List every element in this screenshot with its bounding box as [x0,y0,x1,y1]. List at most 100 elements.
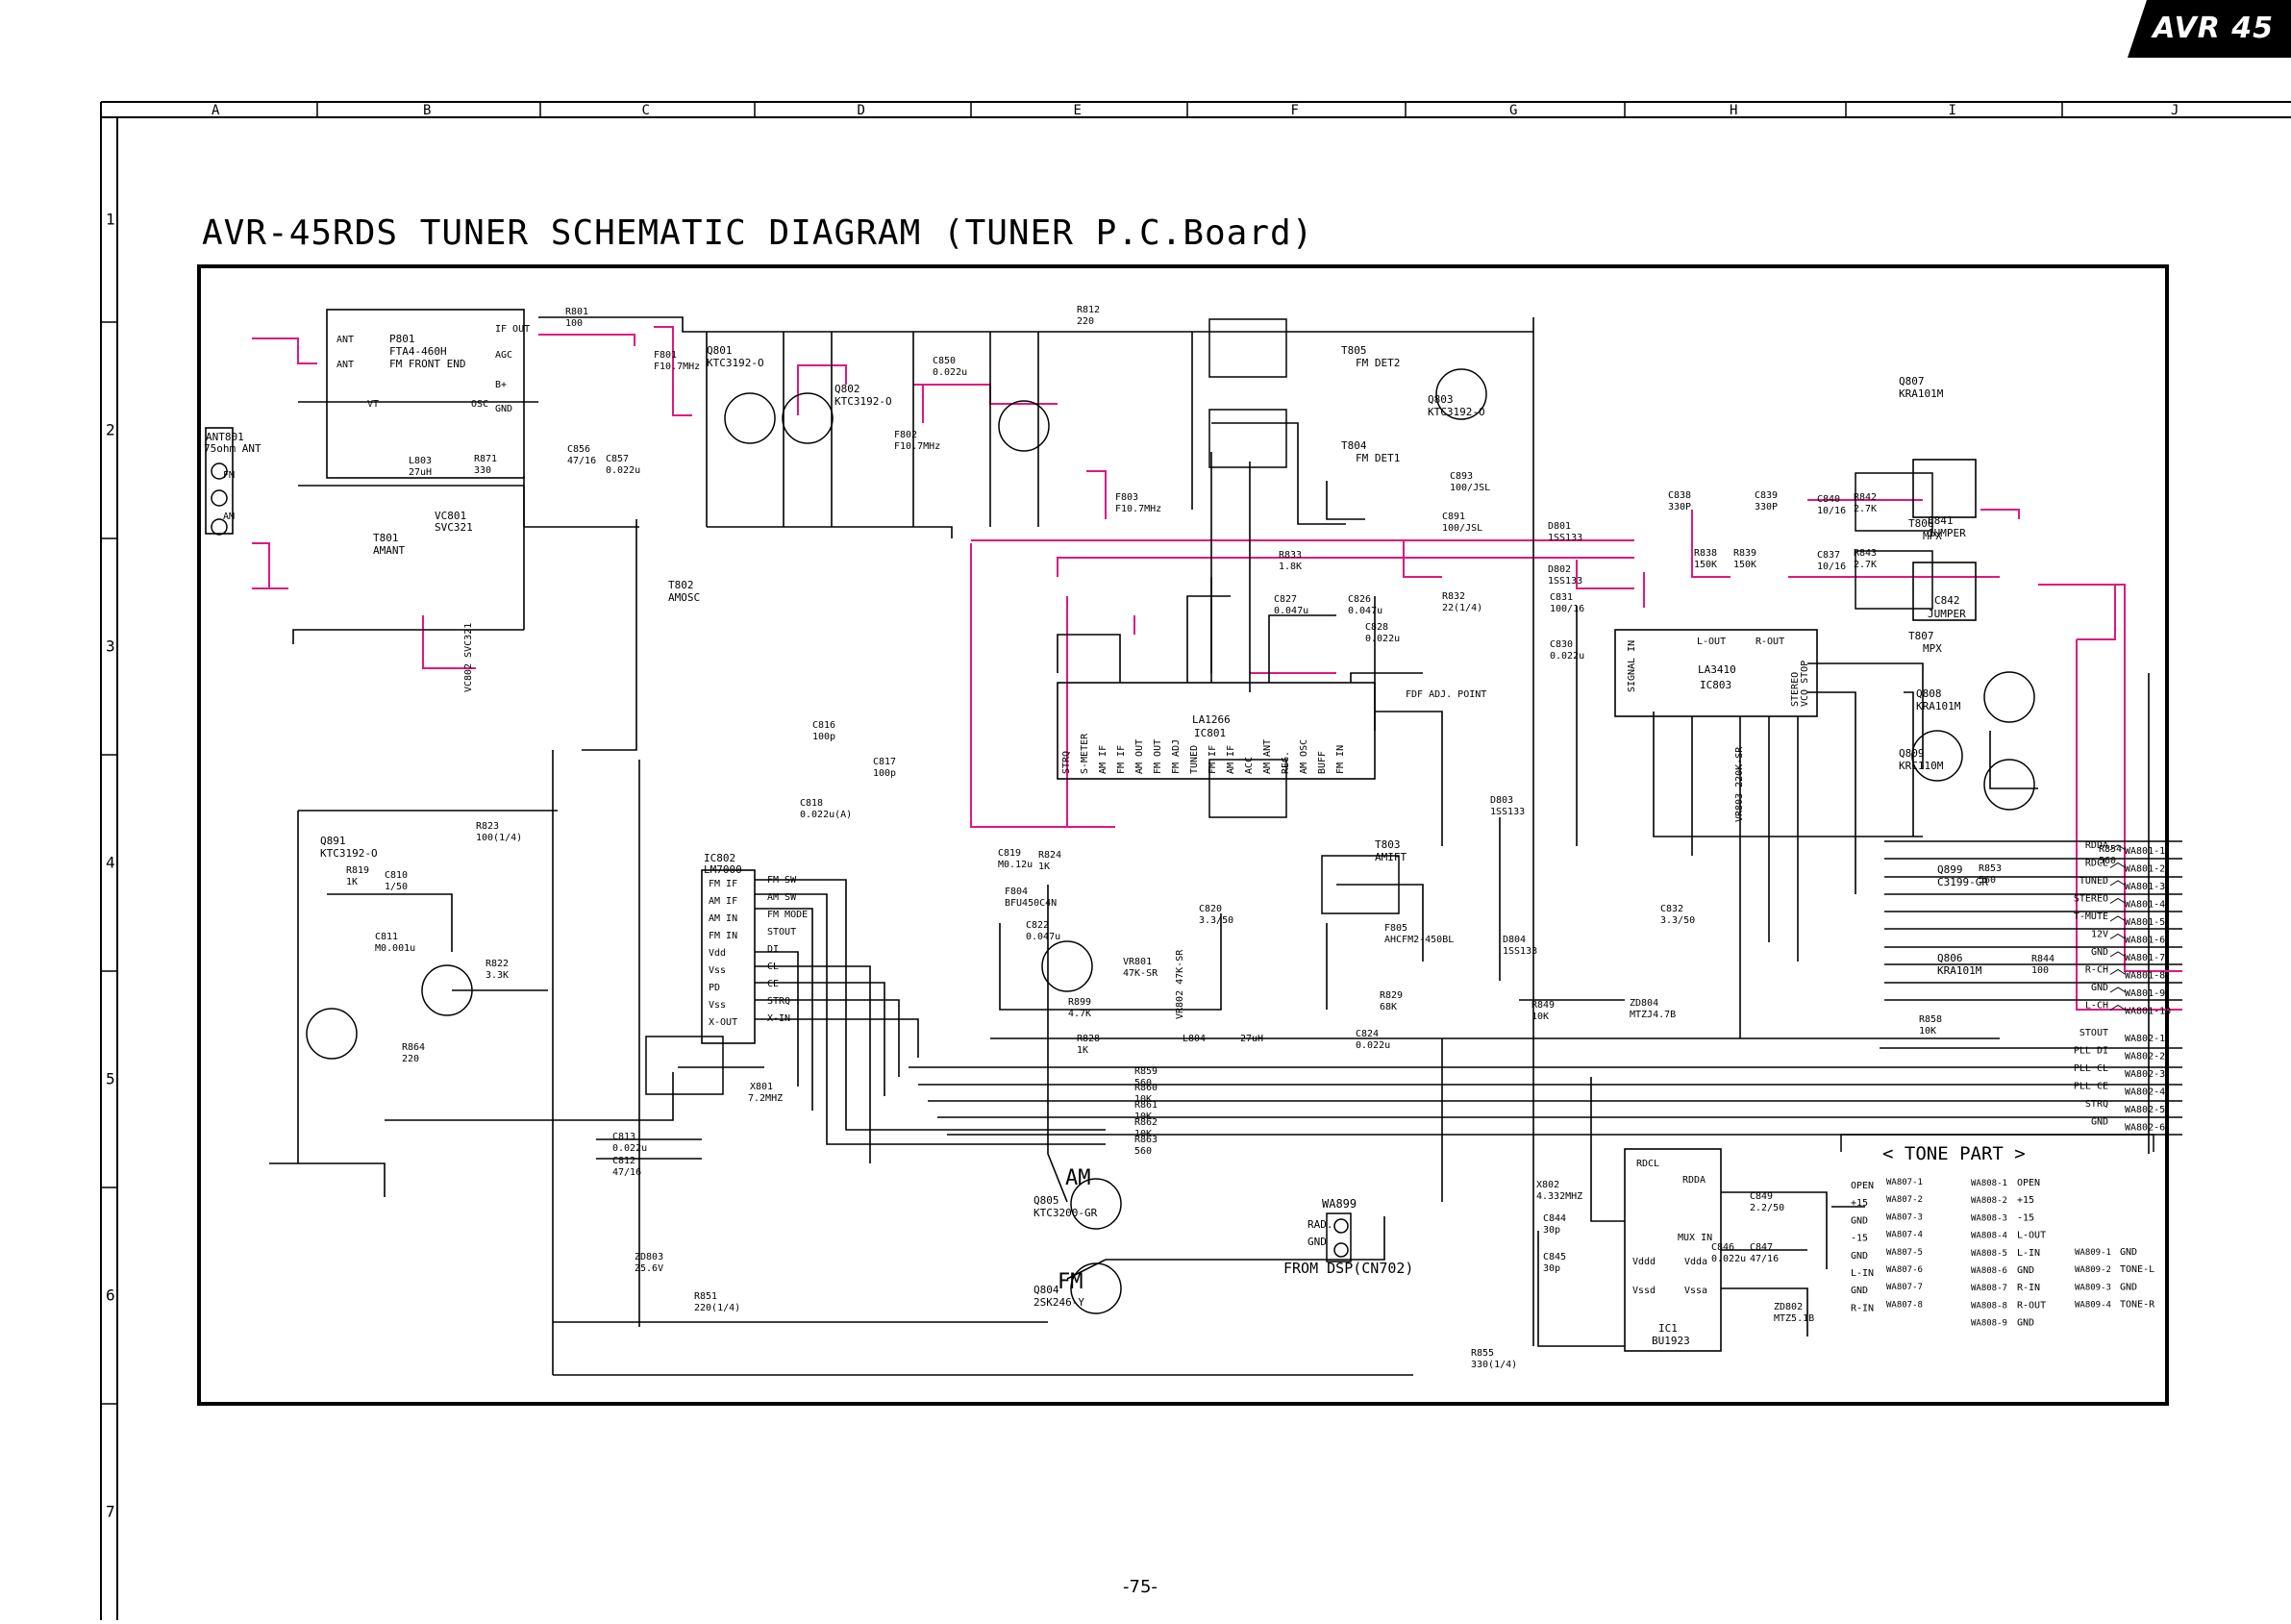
wa802-signal: STOUT [2079,1028,2108,1038]
front-end-pin: ANT [336,335,354,345]
tone-left-label: -15 [1851,1234,1868,1244]
transistor-ref: Q803 [1428,393,1454,406]
grid-column-label: C [642,103,650,118]
coil-ref: T801 [373,532,399,544]
grid-row-label: 4 [106,854,115,872]
filter-part: F10.7MHz [894,441,940,452]
capacitor-ref: C819 [998,848,1021,859]
diode-part: Z5.6V [635,1263,663,1274]
ic801-pin: BUFF [1317,751,1328,774]
wa801-pin: WA801-10 [2125,1007,2171,1017]
tone-left-label: L-IN [1851,1268,1874,1279]
capacitor-ref: C844 [1543,1213,1566,1224]
grid-row-label: 6 [106,1287,115,1305]
ic1-part: BU1923 [1652,1335,1690,1347]
capacitor-value: 2.2/50 [1750,1203,1784,1213]
capacitor-value: 0.047u [1026,932,1060,942]
wa801-pin-marker [2109,862,2127,868]
tone-mid-label: +15 [2017,1195,2034,1206]
resistor-value: 22(1/4) [1442,603,1482,613]
transistor-part: KTC3192-O [320,847,378,860]
resistor-ref: R858 [1919,1014,1942,1025]
transistor-symbol [998,400,1050,452]
front-end-pin: AGC [495,350,512,361]
wa802-signal: PLL CE [2074,1082,2108,1092]
coil-symbol [1208,409,1287,468]
capacitor-ref: C857 [606,454,629,464]
resistor-ref: R812 [1077,305,1100,315]
tone-right-pin: WA809-2 [2075,1265,2111,1275]
ic802-pin-left: FM IF [709,879,737,889]
resistor-value: 68K [1380,1002,1397,1012]
front-end-part: FTA4-460H [389,345,447,358]
ic802-pin-left: FM IN [709,931,737,941]
resistor-ref: R861 [1134,1100,1158,1111]
jumper-ref: C842 [1934,594,1960,607]
resistor-ref: R862 [1134,1117,1158,1128]
capacitor-ref: C840 [1817,494,1840,505]
wa802-pin: WA802-1 [2125,1034,2165,1044]
resistor-ref: R838 [1694,548,1717,559]
ic802-pin-left: PD [709,983,720,993]
ic801-pin: FM IN [1335,745,1346,774]
coil-ref: T807 [1908,630,1934,642]
resistor-ref: R824 [1038,850,1061,861]
capacitor-ref: C813 [612,1132,635,1142]
tone-left-label: +15 [1851,1198,1868,1209]
ic802-pin-right: FM MODE [767,910,808,920]
grid-column-label: E [1074,103,1082,118]
capacitor-ref: C856 [567,444,590,455]
capacitor-value: 3.3/50 [1660,915,1695,926]
capacitor-value: 0.022u [933,367,967,378]
transistor-part: KTC3192-O [707,357,764,369]
grid-row-ticks [101,321,117,1405]
fm-label: FM [1058,1270,1083,1294]
capacitor-ref: C837 [1817,550,1840,561]
capacitor-ref: C832 [1660,904,1683,914]
capacitor-value: 100/16 [1550,604,1584,614]
grid-row-label: 1 [106,211,115,229]
antenna-ref: ANT801 [206,431,244,443]
wa801-signal: 12V [2091,930,2108,940]
capacitor-ref: C849 [1750,1191,1773,1202]
transistor-part: KRA101M [1937,964,1982,977]
coil-ref: T804 [1341,439,1367,452]
from-dsp-label: FROM DSP(CN702) [1283,1260,1413,1277]
resistor-ref: R864 [402,1042,425,1053]
tone-left-label: GND [1851,1215,1868,1226]
capacitor-value: M0.12u [998,860,1033,870]
transistor-part: 2SK246-Y [1033,1296,1084,1309]
coil-ref: T802 [668,579,694,591]
wa801-pin: WA801-9 [2125,988,2165,999]
tone-mid-pin: WA808-6 [1971,1266,2007,1276]
tone-mid-pin: WA808-5 [1971,1249,2007,1259]
tone-left-pin: WA807-1 [1886,1178,1923,1187]
inductor-value: 27uH [1240,1034,1263,1044]
transistor-symbol [421,964,473,1016]
tone-left-pin: WA807-6 [1886,1265,1923,1275]
transistor-part: KTC3192-O [834,395,892,408]
ic801-ref: IC801 [1194,727,1226,739]
tone-right-label: TONE-R [2120,1300,2155,1311]
tone-mid-pin: WA808-9 [1971,1319,2007,1329]
resistor-ref: R823 [476,821,499,832]
wa801-pin: WA801-2 [2125,864,2165,875]
tone-right-pin: WA809-1 [2075,1248,2111,1258]
resistor-value: 100(1/4) [476,833,522,843]
capacitor-value: 1/50 [385,882,408,892]
wa801-signal: GND [2091,983,2108,993]
capacitor-ref: C838 [1668,490,1691,501]
resistor-ref: R819 [346,865,369,876]
coil-ref: T806 [1908,517,1934,530]
wa802-pin: WA802-4 [2125,1087,2165,1098]
capacitor-ref: C891 [1442,512,1465,522]
resistor-value: 10K [1134,1094,1152,1105]
fdf-adj-label: FDF ADJ. POINT [1406,689,1486,700]
front-end-desc: FM FRONT END [389,358,465,370]
capacitor-value: 100p [812,732,835,742]
ic801-pin: STRQ [1061,751,1072,774]
capacitor-ref: C816 [812,720,835,731]
jumper-desc: JUMPER [1928,608,1966,620]
